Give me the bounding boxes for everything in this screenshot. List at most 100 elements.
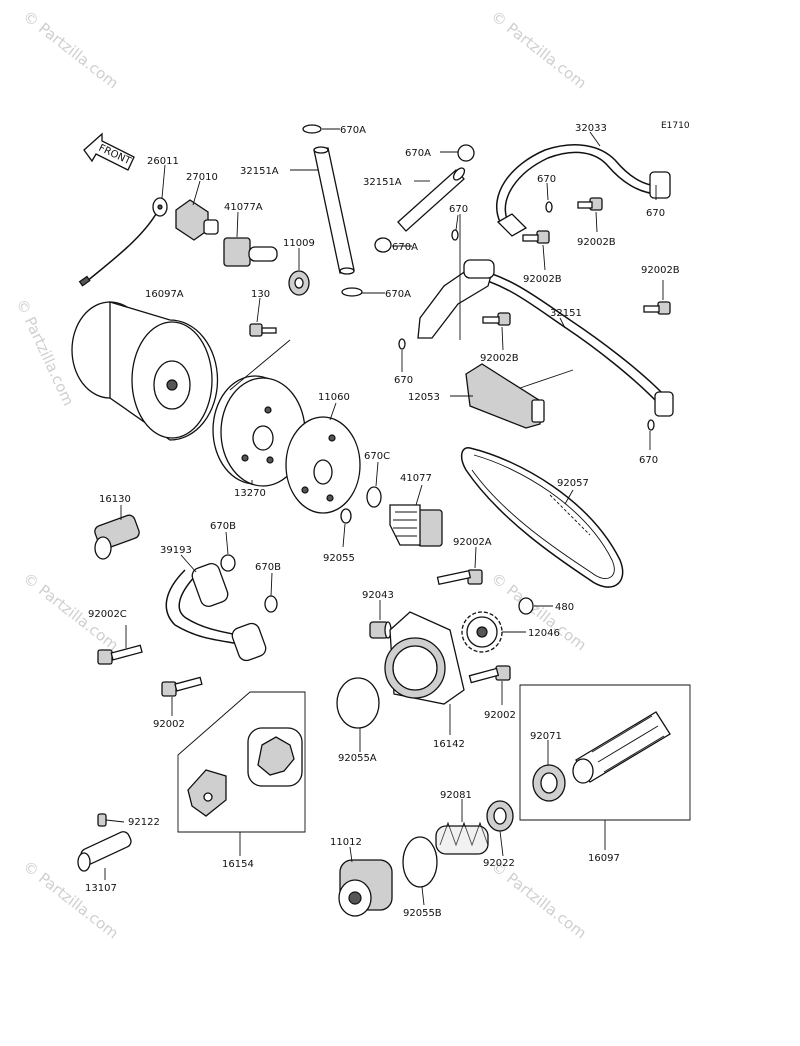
label-92057: 92057: [557, 478, 589, 489]
label-12046: 12046: [528, 628, 560, 639]
label-13270: 13270: [234, 488, 266, 499]
label-670C: 670C: [364, 451, 390, 462]
part-12053: [465, 363, 545, 429]
part-labels: 670A 26011 27010 41077A 11009 32151A 670…: [85, 123, 680, 919]
label-16097A: 16097A: [145, 289, 184, 300]
label-11009: 11009: [283, 238, 315, 249]
label-670A-c: 670A: [392, 242, 418, 253]
part-12046: [461, 611, 503, 653]
part-26011: [78, 197, 168, 287]
part-92057: [460, 447, 624, 588]
label-92081: 92081: [440, 790, 472, 801]
oring-670-e: [647, 419, 655, 431]
label-92055B: 92055B: [403, 908, 442, 919]
bolt-92002B-2: [522, 230, 550, 244]
part-92022: [486, 800, 514, 832]
group-16097: [519, 684, 691, 821]
label-670-c: 670: [646, 208, 665, 219]
bolt-92002B-3: [482, 312, 511, 326]
label-92002B-d: 92002B: [641, 265, 680, 276]
label-92002B-c: 92002B: [480, 353, 519, 364]
oring-92055: [340, 508, 352, 524]
bolt-92002B-1: [577, 197, 603, 211]
label-11060: 11060: [318, 392, 350, 403]
bolt-130: [249, 323, 277, 337]
label-26011: 26011: [147, 156, 179, 167]
label-27010: 27010: [186, 172, 218, 183]
label-670A-d: 670A: [385, 289, 411, 300]
part-92081: [435, 821, 489, 855]
label-92002C: 92002C: [88, 609, 127, 620]
label-32033: 32033: [575, 123, 607, 134]
oring-92055B: [402, 836, 438, 888]
watermark-5: © Partzilla.com: [488, 569, 590, 654]
oring-670-d: [398, 338, 406, 350]
part-16130: [94, 514, 140, 560]
label-41077: 41077: [400, 473, 432, 484]
oring-670A-top: [302, 124, 322, 134]
watermark-6: © Partzilla.com: [20, 857, 122, 942]
part-41077A: [223, 237, 278, 267]
label-92071: 92071: [530, 731, 562, 742]
label-92122: 92122: [128, 817, 160, 828]
part-32151A-left: [313, 146, 355, 275]
label-92043: 92043: [362, 590, 394, 601]
oring-670-b: [545, 201, 553, 213]
label-670-e: 670: [639, 455, 658, 466]
label-92002B-b: 92002B: [523, 274, 562, 285]
part-32151A-right: [397, 167, 466, 232]
label-32151A-b: 32151A: [363, 177, 402, 188]
label-16097: 16097: [588, 853, 620, 864]
label-11012: 11012: [330, 837, 362, 848]
label-92055: 92055: [323, 553, 355, 564]
part-11060: [285, 416, 361, 514]
bolt-92002B-4: [643, 301, 671, 315]
label-670-d: 670: [394, 375, 413, 386]
label-13107: 13107: [85, 883, 117, 894]
oring-670A-bottom: [341, 287, 363, 297]
label-670A-b: 670A: [405, 148, 431, 159]
label-16130: 16130: [99, 494, 131, 505]
label-480: 480: [555, 602, 574, 613]
label-670B-a: 670B: [210, 521, 236, 532]
oring-670A-mid: [374, 237, 392, 253]
part-32033: [495, 144, 671, 237]
oring-670A-right: [457, 144, 475, 162]
label-92055A: 92055A: [338, 753, 377, 764]
label-670-b: 670: [537, 174, 556, 185]
diagram-code: E1710: [661, 121, 690, 131]
pin-92122: [97, 813, 107, 827]
label-92002A: 92002A: [453, 537, 492, 548]
part-41077: [389, 504, 443, 547]
oring-92055A: [336, 677, 380, 729]
part-39193: [165, 563, 267, 662]
watermark-7: © Partzilla.com: [488, 857, 590, 942]
label-92022: 92022: [483, 858, 515, 869]
part-13107: [77, 831, 132, 872]
label-32151A-a: 32151A: [240, 166, 279, 177]
group-16154: [177, 691, 306, 833]
label-670-a: 670: [449, 204, 468, 215]
circlip-480: [518, 597, 534, 615]
label-92002B-a: 92002B: [577, 237, 616, 248]
watermark-2: © Partzilla.com: [488, 7, 590, 92]
bolt-92002A: [436, 569, 483, 586]
label-32151: 32151: [550, 308, 582, 319]
part-11012: [338, 859, 393, 917]
bolt-92002-right: [468, 665, 511, 684]
part-11009: [288, 270, 310, 296]
label-92002-a: 92002: [153, 719, 185, 730]
bolt-92002C: [97, 644, 143, 665]
watermark-3: © Partzilla.com: [12, 296, 77, 409]
front-arrow-icon: FRONT: [83, 132, 135, 171]
part-92043: [369, 621, 392, 639]
label-16142: 16142: [433, 739, 465, 750]
label-670B-b: 670B: [255, 562, 281, 573]
part-27010: [175, 199, 219, 241]
part-13270: [212, 375, 306, 487]
label-130: 130: [251, 289, 270, 300]
label-16154: 16154: [222, 859, 254, 870]
oring-670B-a: [220, 554, 236, 572]
label-670A-top: 670A: [340, 125, 366, 136]
bolt-92002-left: [161, 676, 203, 697]
